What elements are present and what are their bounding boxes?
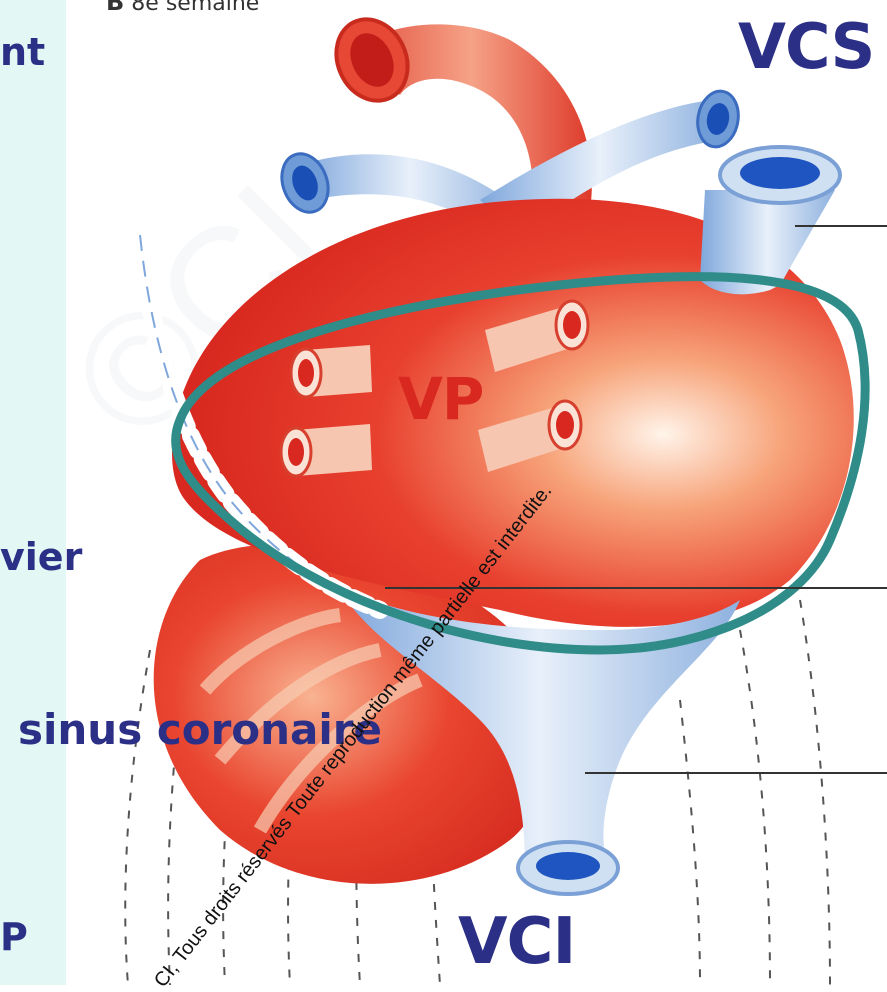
sinus-coronaire-label: sinus coronaire	[18, 705, 382, 754]
vp-label: VP	[398, 365, 483, 433]
vcs-label: VCS	[738, 10, 874, 83]
vci-label: VCI	[458, 905, 575, 979]
